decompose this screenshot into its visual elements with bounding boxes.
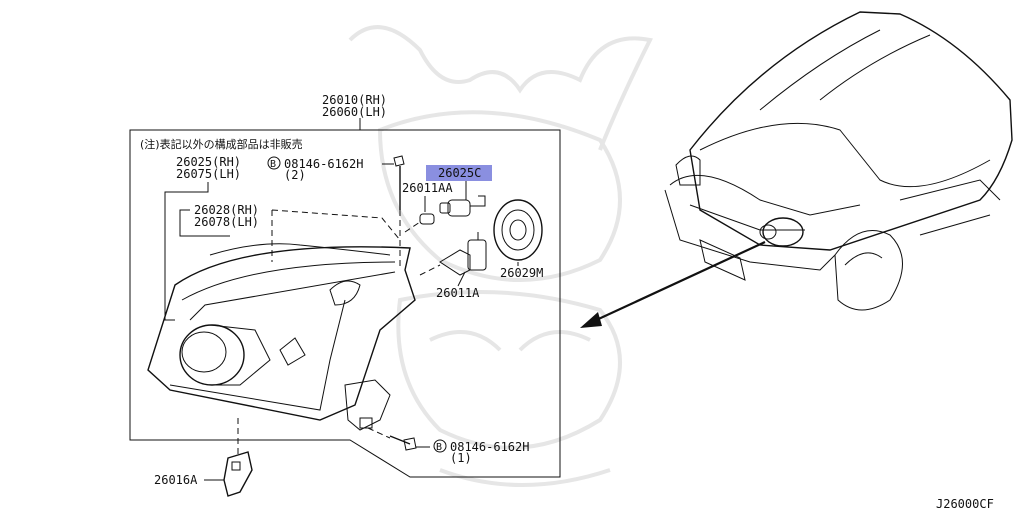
bolt-top-part: 08146-6162H — [284, 157, 363, 171]
headlamp-assembly — [147, 243, 416, 439]
dust-cap-icon — [493, 199, 543, 261]
bolt-bottom-icon — [389, 435, 430, 451]
label-26025-rh: 26025(RH) — [176, 155, 241, 169]
label-26078-lh: 26078(LH) — [194, 215, 259, 229]
bolt-top-code: B — [270, 159, 276, 170]
assembly-frame — [129, 118, 561, 478]
bracket-26016a-icon — [223, 451, 253, 497]
bolt-bottom-qty: (1) — [450, 451, 472, 465]
label-assembly-rh: 26010(RH) — [322, 93, 387, 107]
label-26011aa: 26011AA — [402, 181, 453, 195]
watermark-logo — [348, 25, 653, 487]
location-arrow — [580, 241, 766, 328]
bolt-bottom-code: B — [436, 442, 442, 453]
bolt-top-icon — [393, 155, 405, 268]
label-26029m: 26029M — [500, 266, 543, 280]
label-26028-rh: 26028(RH) — [194, 203, 259, 217]
label-26025c[interactable]: 26025C — [438, 166, 481, 180]
label-26075-lh: 26075(LH) — [176, 167, 241, 181]
vehicle-illustration — [664, 11, 1013, 311]
bolt-bottom-callout: B 08146-6162H (1) — [433, 439, 529, 465]
label-26016a: 26016A — [154, 473, 198, 487]
small-bulb-icon — [404, 213, 435, 233]
label-26011a: 26011A — [436, 286, 480, 300]
label-assembly-lh: 26060(LH) — [322, 105, 387, 119]
bolt-bottom-part: 08146-6162H — [450, 440, 529, 454]
bolt-top-callout: B 08146-6162H (2) — [267, 156, 394, 182]
note-text: (注)表記以外の構成部品は非販売 — [140, 137, 303, 151]
highlight-26025c — [426, 165, 492, 181]
diagram-code: J26000CF — [936, 497, 994, 511]
bolt-top-qty: (2) — [284, 168, 306, 182]
main-bulb-icon — [419, 232, 487, 276]
socket-26025c-icon — [439, 195, 486, 217]
